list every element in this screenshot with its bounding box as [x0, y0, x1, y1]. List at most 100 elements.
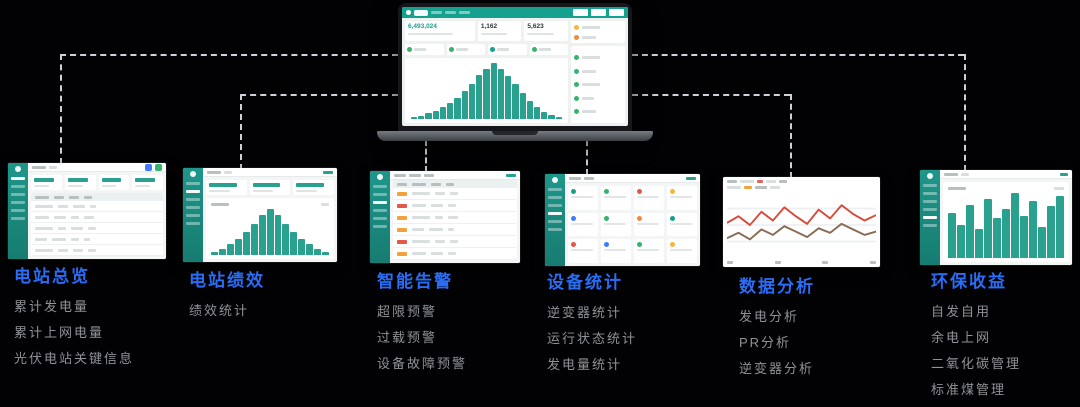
- section-item: 二氧化碳管理: [931, 356, 1022, 371]
- chart-title-row: [948, 187, 1064, 190]
- sun-icon: [574, 24, 579, 30]
- text-bar: [582, 25, 600, 29]
- stat-chip-row: [203, 177, 337, 198]
- menu-item: [186, 214, 200, 217]
- env-row: [574, 108, 622, 116]
- chart-bar: [519, 93, 526, 119]
- section-item: 累计发电量: [14, 299, 90, 314]
- feature-section-analysis: 数据分析 发电分析 PR分析 逆变器分析: [739, 276, 815, 376]
- table-row: [31, 201, 163, 212]
- stat-label-bar: [408, 33, 453, 35]
- section-item: 超限预警: [377, 304, 438, 319]
- leaf-icon: [574, 109, 579, 114]
- text-bar: [49, 165, 57, 169]
- stat-chip: [64, 175, 96, 190]
- tick-bar: [870, 261, 877, 264]
- alarm-row: [393, 236, 517, 248]
- annotation-row: [727, 186, 876, 189]
- button-bar: [1060, 172, 1068, 176]
- text-bar: [538, 48, 551, 51]
- table-row: [31, 212, 163, 223]
- status-ok-icon: [637, 242, 642, 248]
- chart-bar: [957, 224, 965, 258]
- meter-icon: [604, 242, 609, 248]
- content-area: [28, 163, 166, 259]
- stat-chip: [31, 175, 62, 190]
- chart-bar: [1011, 193, 1019, 258]
- text-bar: [944, 172, 958, 176]
- chart-bar: [984, 198, 992, 258]
- analysis-chart: [727, 192, 876, 258]
- section-title: 环保收益: [931, 272, 1007, 291]
- alarm-tag: [397, 203, 407, 208]
- logo-icon: [15, 166, 21, 172]
- alarm-table: [393, 180, 517, 260]
- column-bar: [84, 195, 92, 199]
- inverter-icon: [670, 215, 675, 221]
- status-warn-icon: [637, 215, 642, 221]
- stat-card: 6,493,024: [405, 21, 475, 41]
- spacer: [969, 187, 1051, 190]
- filter-bar: [565, 174, 700, 183]
- header-stat-chip: [609, 9, 624, 16]
- text-bar: [727, 186, 741, 189]
- chart-bar: [483, 68, 490, 119]
- menu-item: [11, 209, 25, 212]
- text-bar: [571, 196, 593, 198]
- text-bar: [948, 187, 966, 190]
- device-card: [634, 212, 664, 237]
- cell-bar: [435, 216, 443, 219]
- cell-bar: [448, 252, 456, 255]
- text-bar: [770, 186, 780, 189]
- cell-bar: [88, 226, 96, 230]
- cell-bar: [52, 237, 66, 241]
- menu-item: [11, 185, 25, 188]
- connector-line: [790, 94, 792, 178]
- content-area: [940, 170, 1072, 265]
- tick-bar: [822, 261, 829, 264]
- stat-chip: [98, 175, 130, 190]
- cell-bar: [35, 237, 47, 241]
- text-bar: [604, 249, 626, 252]
- cell-bar: [35, 226, 53, 230]
- warning-tag: [397, 215, 407, 220]
- chart-bar: [490, 63, 497, 119]
- stat-value: 1,162: [480, 23, 498, 30]
- temperature-icon: [574, 34, 579, 40]
- sidebar: [545, 174, 565, 266]
- cell-bar: [88, 248, 96, 252]
- section-item: 运行状态统计: [547, 331, 638, 346]
- button-bar: [686, 176, 696, 180]
- alarm-tag: [397, 239, 407, 244]
- annotation-row: [727, 180, 876, 183]
- chart-bar: [993, 217, 1001, 258]
- dashboard-left-column: 6,493,024 1,162 5,623: [405, 21, 568, 123]
- menu-item: [923, 200, 937, 203]
- stat-card: 1,162: [477, 21, 522, 41]
- section-item: 过载预警: [377, 330, 438, 345]
- menu-item: [186, 206, 200, 209]
- chart-bar: [526, 100, 533, 119]
- value-bar: [296, 183, 325, 187]
- laptop-screen: 6,493,024 1,162 5,623: [398, 3, 632, 132]
- value-bar: [101, 178, 122, 182]
- axis-tick-row: [727, 261, 877, 264]
- device-card-grid: [565, 183, 700, 266]
- text-bar: [207, 170, 221, 174]
- nav-item: [445, 11, 456, 14]
- chart-bar: [218, 248, 226, 255]
- info-chip: [446, 44, 485, 55]
- chart-bar: [541, 111, 548, 119]
- table-row: [31, 234, 163, 245]
- label-bar: [135, 185, 151, 187]
- device-card: [568, 239, 598, 263]
- text-bar: [497, 48, 509, 51]
- text-bar: [604, 222, 626, 225]
- menu-item: [548, 196, 562, 199]
- value-bar: [34, 178, 54, 182]
- logo-icon: [190, 171, 196, 177]
- table-header: [31, 193, 163, 201]
- text-bar: [670, 249, 692, 252]
- stat-label-bar: [480, 33, 508, 35]
- screenshot-station-performance: [183, 168, 337, 262]
